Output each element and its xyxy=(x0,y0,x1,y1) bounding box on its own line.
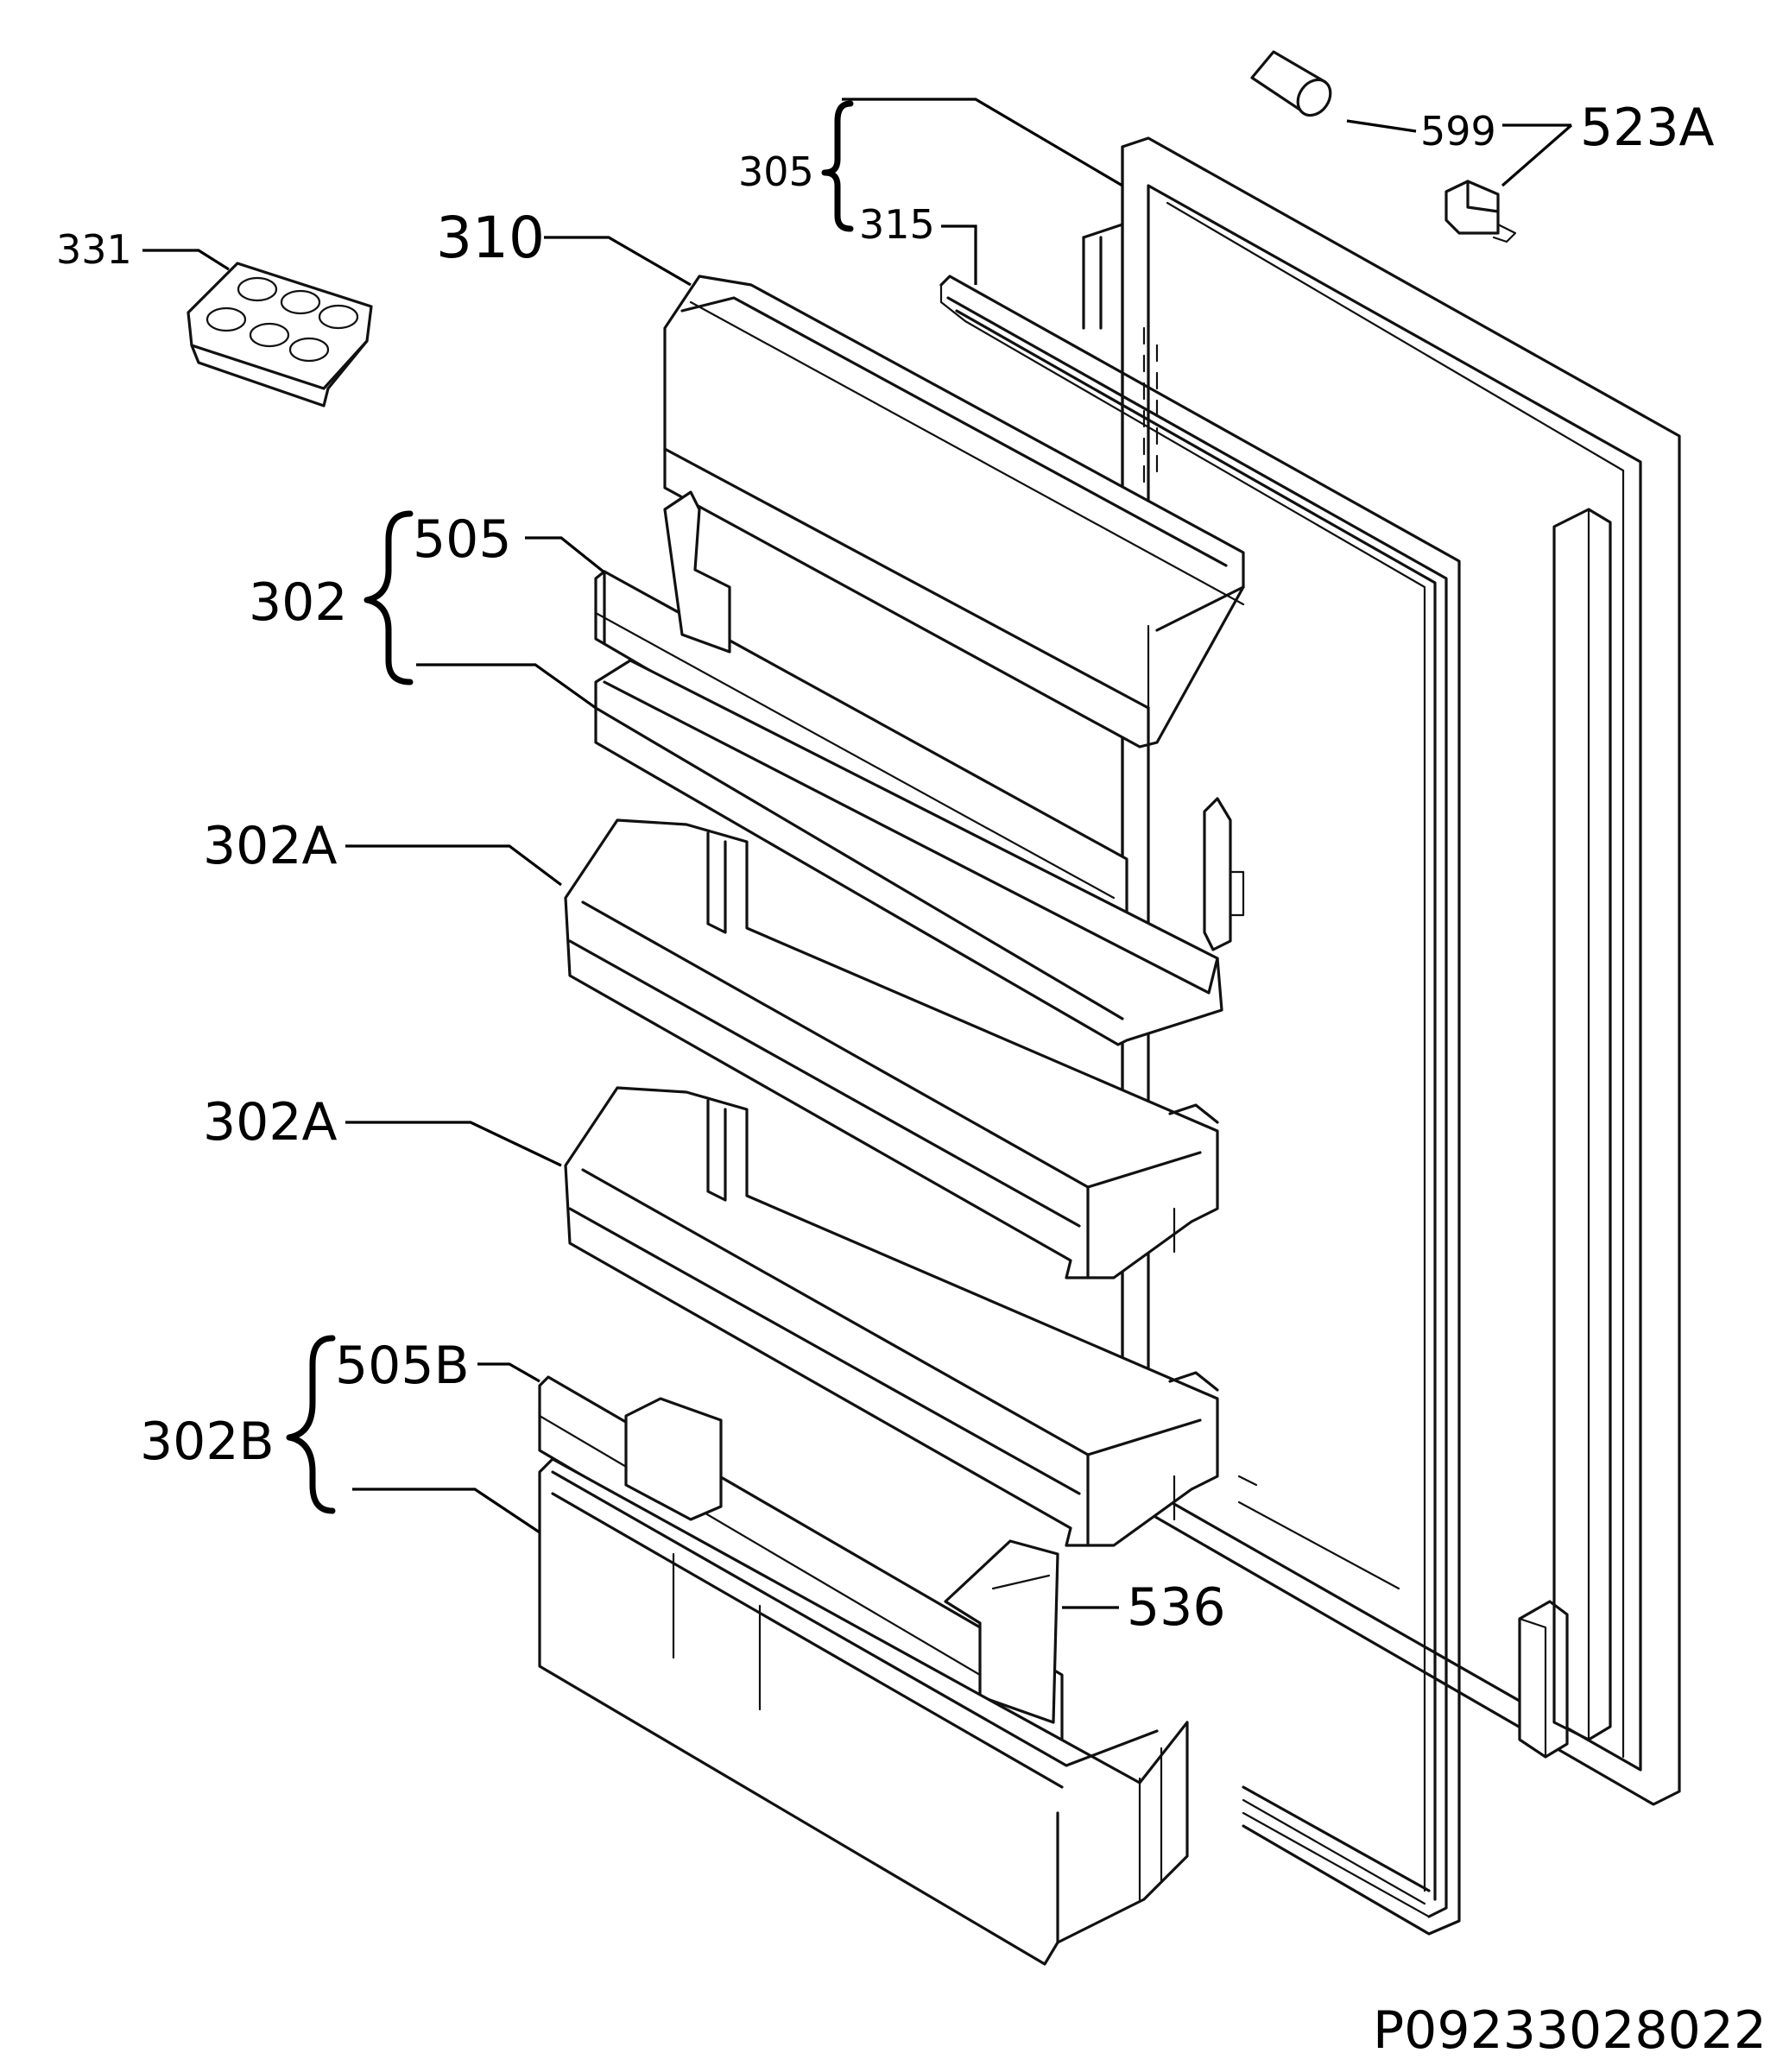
door-shelf-302a-top xyxy=(564,818,1219,1279)
label-331: 331 xyxy=(56,226,132,273)
label-302a-top: 302A xyxy=(203,816,338,876)
egg-tray xyxy=(186,262,373,407)
label-302b: 302B xyxy=(140,1412,275,1472)
hinge-pin-599 xyxy=(1250,50,1332,117)
label-599: 599 xyxy=(1420,108,1496,155)
label-523a: 523A xyxy=(1580,98,1715,158)
door-shelf-302a-bottom xyxy=(564,1086,1219,1547)
drawing-number: P09233028022 xyxy=(1373,2000,1767,2061)
label-302: 302 xyxy=(249,572,348,633)
hinge-bracket-523a xyxy=(1444,180,1517,243)
label-505b: 505B xyxy=(335,1336,470,1396)
label-505: 505 xyxy=(413,509,512,570)
group-braces xyxy=(286,100,854,1514)
bottle-shelf-302b xyxy=(538,1375,1189,1966)
label-305: 305 xyxy=(738,148,814,195)
dairy-compartment xyxy=(663,275,1245,749)
leader-lines xyxy=(142,98,1573,1609)
label-310: 310 xyxy=(436,205,545,271)
door-gasket xyxy=(939,275,1461,1936)
upper-door-shelf xyxy=(594,490,1245,1046)
label-315: 315 xyxy=(859,201,935,248)
label-302a-bottom: 302A xyxy=(203,1092,338,1153)
part-labels: 331 305 315 310 599 523A 302 505 302A 30… xyxy=(56,98,1767,2061)
label-536: 536 xyxy=(1127,1577,1226,1638)
door-panel xyxy=(1082,136,1681,1806)
